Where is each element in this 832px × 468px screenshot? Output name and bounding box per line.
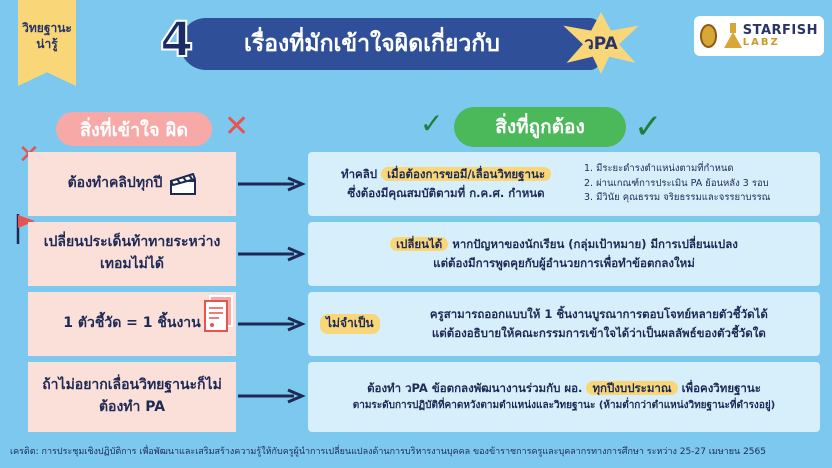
right-line2-2: แต่ต้องมีการพูดคุยกับผู้อำนวยการเพื่อทำข… xyxy=(433,256,695,270)
wrong-box-3: 1 ตัวชี้วัด = 1 ชิ้นงาน xyxy=(28,292,236,356)
title-number: 4 xyxy=(159,12,194,68)
check-icon: ✓ xyxy=(420,107,444,140)
right-pre-4: ต้องทำ วPA ข้อตกลงพัฒนางานร่วมกับ ผอ. xyxy=(367,381,583,396)
check-icon: ✓ xyxy=(634,107,663,147)
page-title: เรื่องที่มักเข้าใจผิดเกี่ยวกับ 4 วPA xyxy=(159,10,650,74)
ribbon-line2: น่ารู้ xyxy=(36,37,58,51)
arrow-icon xyxy=(238,316,306,332)
logo-text: STARFISH LABZ xyxy=(743,24,818,48)
flask-icon xyxy=(723,23,743,49)
right-text-4: ต้องทำ วPA ข้อตกลงพัฒนางานร่วมกับ ผอ. ทุ… xyxy=(320,379,808,414)
arrow-icon xyxy=(238,388,306,404)
wrong-text-1: ต้องทำคลิปทุกปี xyxy=(67,175,163,192)
clapperboard-icon xyxy=(170,172,197,195)
right-text-3: ไม่จำเป็น ครูสามารถออกแบบให้ 1 ชิ้นงานบู… xyxy=(320,305,808,343)
right-box-3: ไม่จำเป็น ครูสามารถออกแบบให้ 1 ชิ้นงานบู… xyxy=(308,292,820,356)
ribbon-line1: วิทยฐานะ xyxy=(22,21,72,36)
right-header: สิ่งที่ถูกต้อง xyxy=(454,107,626,147)
wrong-text-4: ถ้าไม่อยากเลื่อนวิทยฐานะก็ไม่ต้องทำ PA xyxy=(42,377,222,415)
right-text-1: ทำคลิป เมื่อต้องการขอมี/เลื่อนวิทยฐานะ ซ… xyxy=(320,165,572,203)
highlight-3: ไม่จำเป็น xyxy=(320,314,380,334)
title-bar: เรื่องที่มักเข้าใจผิดเกี่ยวกับ xyxy=(180,18,600,70)
document-icon xyxy=(204,295,233,332)
highlight-4: ทุกปีงบประมาณ xyxy=(586,381,678,396)
highlight-1: เมื่อต้องการขอมี/เลื่อนวิทยฐานะ xyxy=(381,167,551,182)
highlight-2: เปลี่ยนได้ xyxy=(390,237,449,252)
right-pre-1: ทำคลิป xyxy=(340,167,378,182)
right-box-2: เปลี่ยนได้ หากปัญหาของนักเรียน (กลุ่มเป้… xyxy=(308,222,820,286)
wrong-box-1: ต้องทำคลิปทุกปี xyxy=(28,152,236,216)
topic-ribbon: วิทยฐานะ น่ารู้ xyxy=(18,0,76,86)
logo: STARFISH LABZ xyxy=(694,16,824,56)
wrong-text-3: 1 ตัวชี้วัด = 1 ชิ้นงาน xyxy=(63,315,201,332)
wrong-header: สิ่งที่เข้าใจ ผิด xyxy=(56,112,212,146)
wrong-box-4: ถ้าไม่อยากเลื่อนวิทยฐานะก็ไม่ต้องทำ PA xyxy=(28,362,236,432)
list-item: 1. มีระยะดำรงตำแหน่งตามที่กำหนด xyxy=(584,162,734,174)
right-line1-3: ครูสามารถออกแบบให้ 1 ชิ้นงานบูรณาการตอบโ… xyxy=(429,307,768,322)
ministry-seal-icon xyxy=(700,24,718,48)
requirement-list: 1. มีระยะดำรงตำแหน่งตามที่กำหนด 2. ผ่านเ… xyxy=(584,162,770,206)
title-text: เรื่องที่มักเข้าใจผิดเกี่ยวกับ xyxy=(244,31,500,57)
arrow-icon xyxy=(238,246,306,262)
arrow-icon xyxy=(238,176,306,192)
right-post-4: เพื่อคงวิทยฐานะ xyxy=(681,381,761,396)
flag-icon xyxy=(16,214,35,244)
right-line2-4: ตามระดับการปฏิบัติที่คาดหวังตามตำแหน่งแล… xyxy=(352,400,776,412)
logo-line1: STARFISH xyxy=(742,22,818,38)
wrong-text-2: เปลี่ยนประเด็นท้าทายระหว่างเทอมไม่ได้ xyxy=(43,234,221,272)
title-tag: วPA xyxy=(584,33,618,54)
list-item: 2. ผ่านเกณฑ์การประเมิน PA ย้อนหลัง 3 รอบ xyxy=(584,177,769,189)
right-line2-3: แต่ต้องอธิบายให้คณะกรรมการเข้าใจได้ว่าเป… xyxy=(431,326,766,340)
right-text-2: เปลี่ยนได้ หากปัญหาของนักเรียน (กลุ่มเป้… xyxy=(320,235,808,273)
right-post-2: หากปัญหาของนักเรียน (กลุ่มเป้าหมาย) มีกา… xyxy=(452,237,738,252)
right-box-4: ต้องทำ วPA ข้อตกลงพัฒนางานร่วมกับ ผอ. ทุ… xyxy=(308,362,820,432)
cross-icon: ✕ xyxy=(224,109,250,144)
logo-line2: LABZ xyxy=(742,36,780,48)
right-post-1: ซึ่งต้องมีคุณสมบัติตามที่ ก.ค.ศ. กำหนด xyxy=(347,186,545,200)
credit-footer: เครดิต: การประชุมเชิงปฏิบัติการ เพื่อพัฒ… xyxy=(10,447,766,457)
list-item: 3. มีวินัย คุณธรรม จริยธรรมและจรรยาบรรณ xyxy=(584,192,771,204)
wrong-box-2: เปลี่ยนประเด็นท้าทายระหว่างเทอมไม่ได้ xyxy=(28,222,236,286)
right-box-1: ทำคลิป เมื่อต้องการขอมี/เลื่อนวิทยฐานะ ซ… xyxy=(308,152,820,216)
